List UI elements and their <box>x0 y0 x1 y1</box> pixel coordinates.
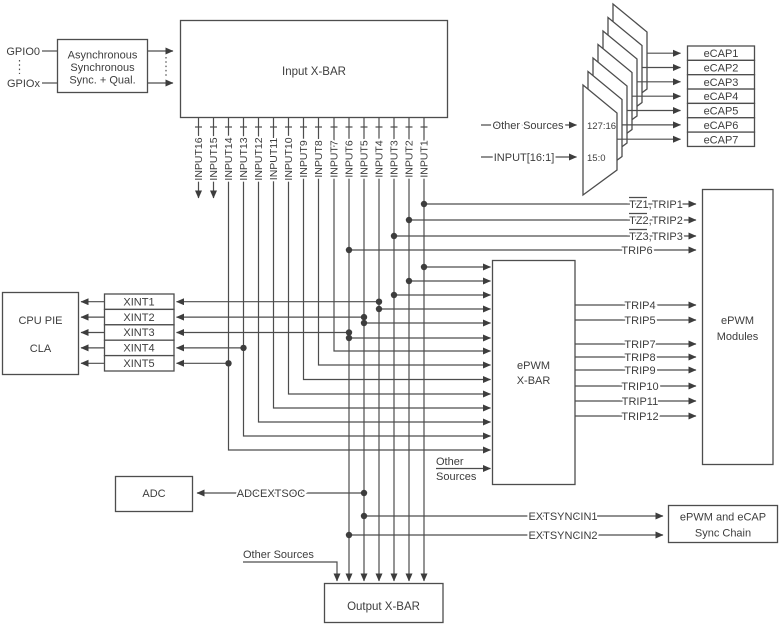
input6-label: INPUT6 <box>344 140 356 178</box>
xint4-label: XINT4 <box>123 343 154 355</box>
sync-box-line3: Sync. + Qual. <box>69 75 135 87</box>
epwm-other-label2: Sources <box>436 471 477 483</box>
sync-box-line2: Synchronous <box>70 62 135 74</box>
output-xbar-box <box>323 582 444 624</box>
tz1-trip1-label: TZ1,TRIP1 <box>629 199 683 211</box>
output-xbar-label: Output X-BAR <box>347 601 420 613</box>
tz3-trip3-label: TZ3,TRIP3 <box>629 231 683 243</box>
input7-label: INPUT7 <box>329 140 341 178</box>
adc-box <box>114 475 194 513</box>
epwm-xbar-box <box>491 259 576 486</box>
adc-label: ADC <box>142 488 165 500</box>
input13-label: INPUT13 <box>238 137 250 180</box>
epwm-xbar-label2: X-BAR <box>517 375 551 387</box>
cpu-xint-group: CPU PIE CLA XINT1 XINT2 XINT3 XINT4 XINT… <box>1 291 379 376</box>
mux-input-bus-label: INPUT[16:1] <box>494 152 555 164</box>
input14-label: INPUT14 <box>223 137 235 180</box>
output-xbar-group: Other Sources Output X-BAR <box>243 549 444 624</box>
input-line-labels: INPUT1 INPUT2 INPUT3 INPUT4 INPUT5 INPUT… <box>191 135 433 182</box>
input10-label: INPUT10 <box>283 137 295 180</box>
adcextsoc-label: ADCEXTSOC <box>237 488 306 500</box>
trip12-label: TRIP12 <box>621 411 658 423</box>
gpio-sync-group: GPIO0 GPIOx Asynchronous Synchronous Syn… <box>6 38 174 94</box>
input16-label: INPUT16 <box>193 137 205 180</box>
mux-shape-1 <box>582 83 618 197</box>
gpiox-label: GPIOx <box>7 78 41 90</box>
xint3-label: XINT3 <box>123 327 154 339</box>
adc-group: ADC ADCEXTSOC <box>114 475 364 513</box>
input-lines: INPUT1 INPUT2 INPUT3 INPUT4 INPUT5 INPUT… <box>191 117 491 582</box>
input12-label: INPUT12 <box>253 137 265 180</box>
sync-chain-label1: ePWM and eCAP <box>680 512 766 524</box>
input15-label: INPUT15 <box>208 137 220 180</box>
xint5-box <box>103 354 175 372</box>
epwm-other-label1: Other <box>436 456 464 468</box>
ecap7-box <box>686 131 756 148</box>
input11-label: INPUT11 <box>268 138 280 181</box>
trip7-label: TRIP7 <box>624 339 655 351</box>
trip6-label: TRIP6 <box>621 245 652 257</box>
epwm-modules-label2: Modules <box>717 331 759 343</box>
ecap5-label: eCAP5 <box>704 106 739 118</box>
input3-label: INPUT3 <box>389 140 401 178</box>
xint5-label: XINT5 <box>123 358 154 370</box>
ecap7-label: eCAP7 <box>704 134 739 146</box>
ecap1-label: eCAP1 <box>704 48 739 60</box>
ecap2-label: eCAP2 <box>704 63 739 75</box>
junction-dots <box>225 200 428 539</box>
ecap4-label: eCAP4 <box>704 91 739 103</box>
mux-other-sources-label: Other Sources <box>493 120 564 132</box>
extsyncin1-label: EXTSYNCIN1 <box>528 511 597 523</box>
output-other-sources-label: Other Sources <box>243 549 314 561</box>
epwm-modules-label1: ePWM <box>721 315 754 327</box>
mux-upper-range-label: 127:16 <box>587 121 616 132</box>
input1-label: INPUT1 <box>419 140 431 178</box>
mux-lower-range-label: 15:0 <box>587 153 606 164</box>
input-xbar-box <box>179 19 449 119</box>
sync-box-line1: Asynchronous <box>68 50 138 62</box>
input5-label: INPUT5 <box>359 140 371 178</box>
input-xbar-group: Input X-BAR <box>179 19 449 119</box>
input9-label: INPUT9 <box>298 140 310 178</box>
input8-label: INPUT8 <box>313 140 325 178</box>
input4-label: INPUT4 <box>374 140 386 178</box>
extsyncin2-label: EXTSYNCIN2 <box>528 530 597 542</box>
sync-qual-box <box>56 38 149 94</box>
ecap-mux-group: Other Sources INPUT[16:1] 127:16 15:0 eC… <box>481 2 756 197</box>
gpio0-label: GPIO0 <box>6 46 40 58</box>
sync-chain-group: EXTSYNCIN1 EXTSYNCIN2 ePWM and eCAP Sync… <box>349 504 779 544</box>
xint2-label: XINT2 <box>123 312 154 324</box>
trip10-label: TRIP10 <box>621 381 658 393</box>
epwm-xbar-group: ePWM X-BAR Other Sources TRIP4 TRIP5 TRI… <box>349 259 697 486</box>
epwm-modules-group: ePWM Modules <box>701 188 774 466</box>
epwm-xbar-label1: ePWM <box>517 360 550 372</box>
xint1-label: XINT1 <box>123 296 154 308</box>
trip5-label: TRIP5 <box>624 315 655 327</box>
sync-chain-box <box>667 504 779 544</box>
cpu-pie-cla-box <box>1 291 80 376</box>
trip4-label: TRIP4 <box>624 300 655 312</box>
input2-label: INPUT2 <box>404 140 416 178</box>
epwm-modules-box <box>701 188 774 466</box>
cla-label: CLA <box>30 343 52 355</box>
trip11-label: TRIP11 <box>622 396 658 408</box>
input-xbar-label: Input X-BAR <box>282 66 346 78</box>
ecap3-label: eCAP3 <box>704 77 739 89</box>
tz2-trip2-label: TZ2,TRIP2 <box>629 215 683 227</box>
trip8-label: TRIP8 <box>624 352 655 364</box>
cpu-pie-label: CPU PIE <box>18 315 62 327</box>
trip9-label: TRIP9 <box>624 365 655 377</box>
tz-trip-group: TZ1,TRIP1 TZ2,TRIP2 TZ3,TRIP3 TRIP6 <box>349 196 697 259</box>
sync-chain-label2: Sync Chain <box>695 528 751 540</box>
ecap6-label: eCAP6 <box>704 120 739 132</box>
